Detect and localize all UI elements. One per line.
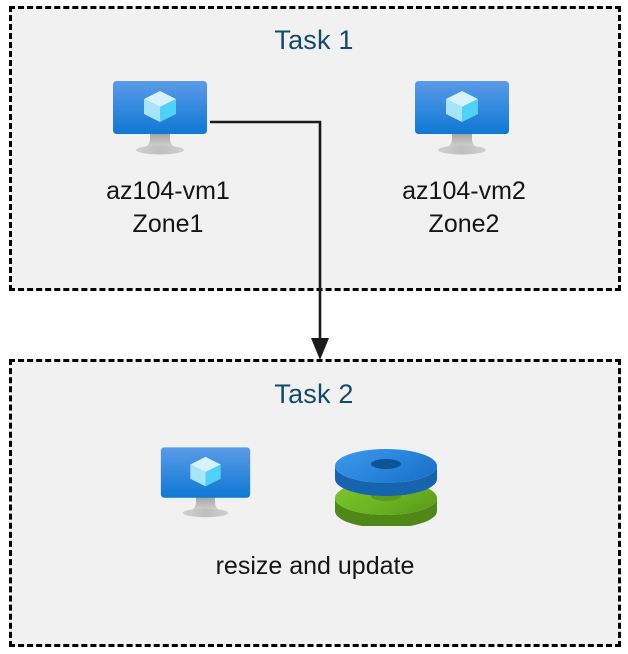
task1-title: Task 1 xyxy=(274,25,354,55)
virtual-machine-icon-vm1[interactable] xyxy=(110,80,210,157)
virtual-machine-icon-task2[interactable] xyxy=(158,446,253,520)
virtual-machine-icon-vm2[interactable] xyxy=(412,80,512,157)
vm1-label: az104-vm1 Zone1 xyxy=(106,177,230,238)
task2-container xyxy=(9,359,621,647)
task2-label: resize and update xyxy=(215,552,415,580)
disks-icon[interactable] xyxy=(333,444,439,526)
task2-title: Task 2 xyxy=(274,379,354,409)
vm2-label: az104-vm2 Zone2 xyxy=(402,177,526,238)
